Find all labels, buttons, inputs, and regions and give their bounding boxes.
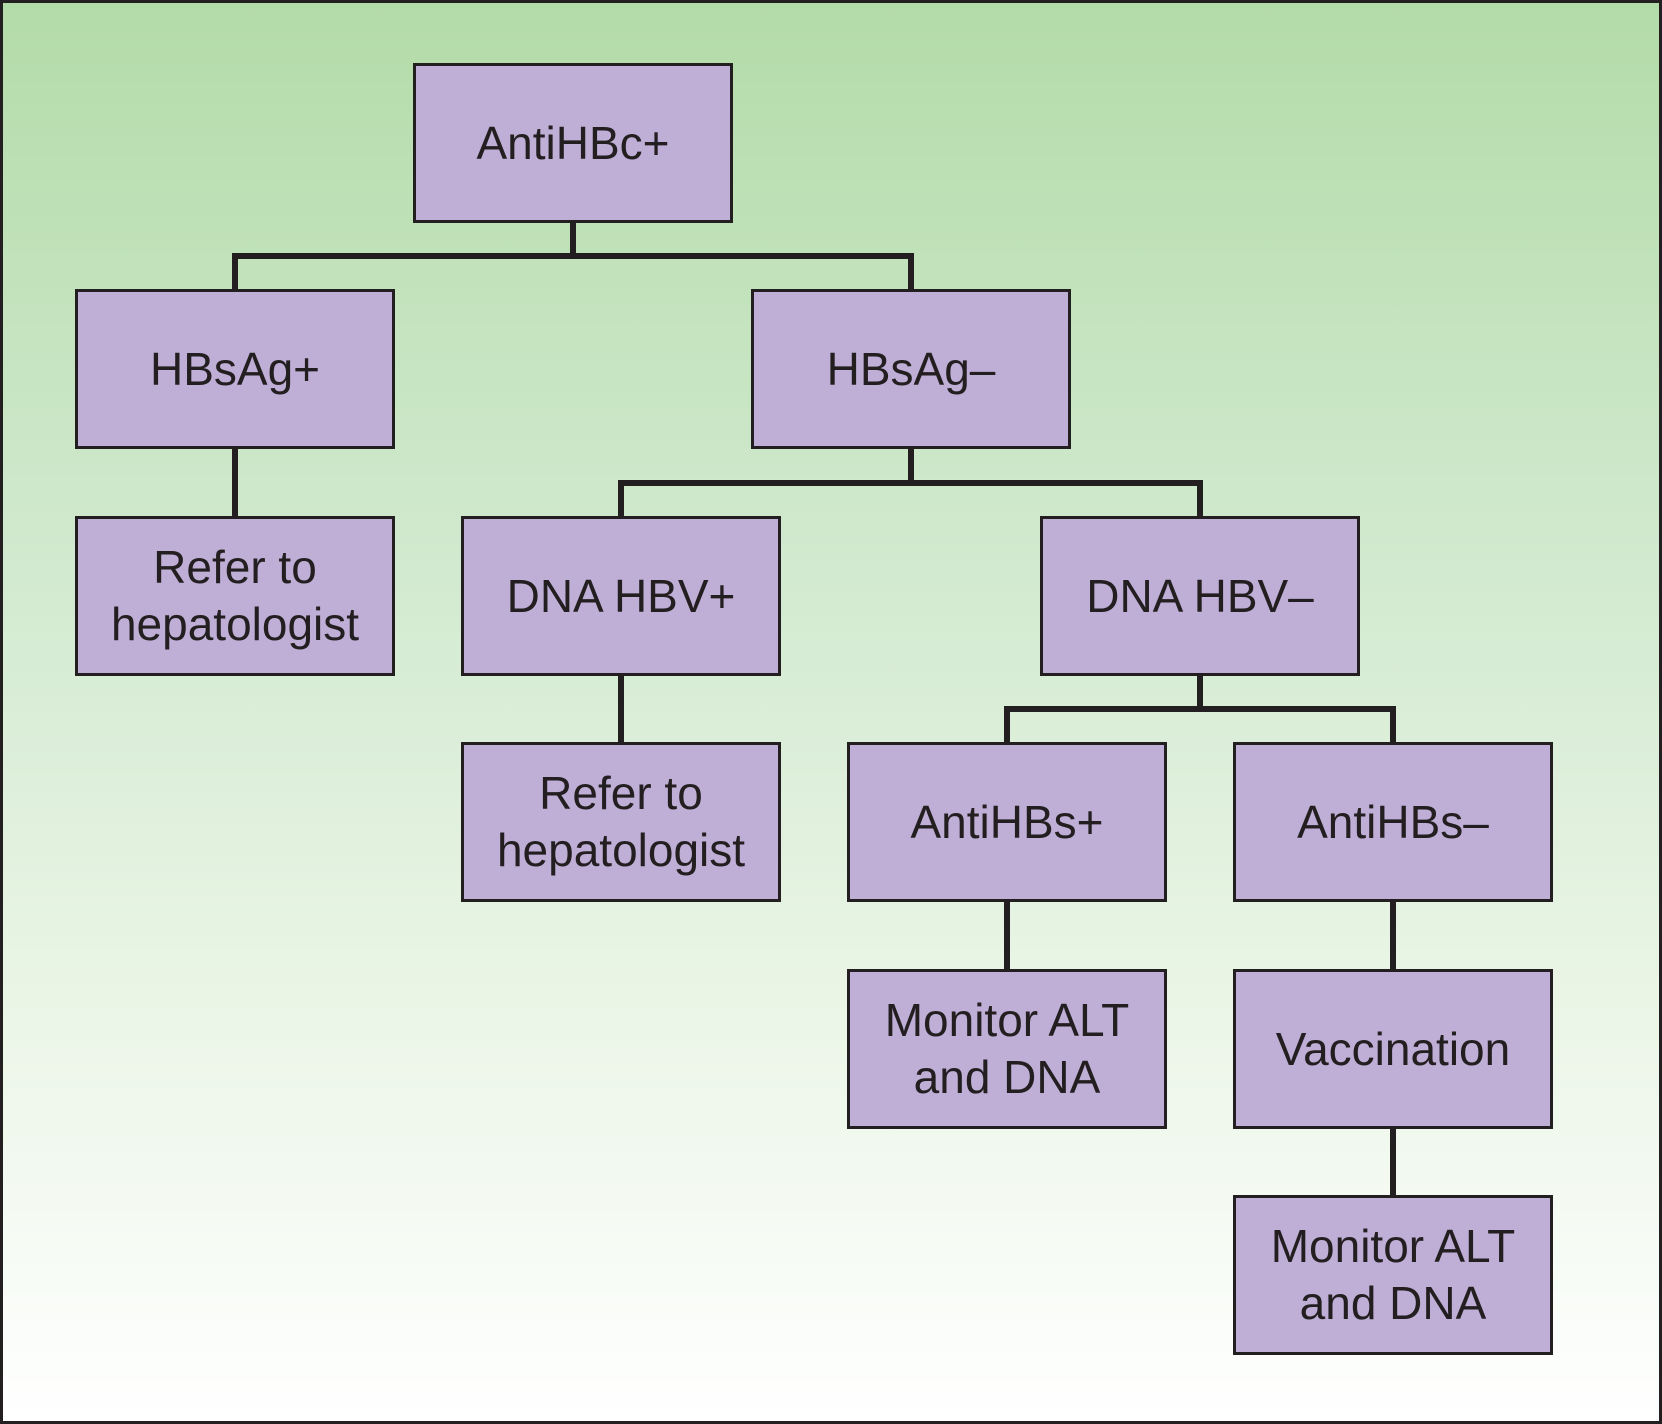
node-label: Monitor ALT and DNA bbox=[884, 994, 1130, 1103]
node-monitor-alt-dna-1: Monitor ALT and DNA bbox=[847, 969, 1167, 1129]
node-label: HBsAg– bbox=[826, 342, 996, 395]
node-dna-hbv-positive: DNA HBV+ bbox=[461, 516, 781, 676]
node-refer-hepatologist-1: Refer to hepatologist bbox=[75, 516, 395, 676]
node-hbsag-negative: HBsAg– bbox=[751, 289, 1071, 449]
node-label: AntiHBc+ bbox=[476, 116, 670, 169]
connector-lines bbox=[232, 220, 1396, 1198]
node-antihbs-positive: AntiHBs+ bbox=[847, 742, 1167, 902]
node-label: DNA HBV+ bbox=[506, 569, 736, 622]
node-label: HBsAg+ bbox=[149, 342, 321, 395]
node-antihbc-positive: AntiHBc+ bbox=[413, 63, 733, 223]
node-refer-hepatologist-2: Refer to hepatologist bbox=[461, 742, 781, 902]
node-antihbs-negative: AntiHBs– bbox=[1233, 742, 1553, 902]
node-label: Refer to hepatologist bbox=[110, 541, 360, 650]
node-hbsag-positive: HBsAg+ bbox=[75, 289, 395, 449]
node-label: Monitor ALT and DNA bbox=[1270, 1220, 1516, 1329]
node-label: Refer to hepatologist bbox=[496, 767, 746, 876]
node-dna-hbv-negative: DNA HBV– bbox=[1040, 516, 1360, 676]
node-label: DNA HBV– bbox=[1086, 569, 1314, 622]
node-label: Vaccination bbox=[1275, 1022, 1511, 1075]
node-label: AntiHBs– bbox=[1297, 795, 1489, 848]
node-monitor-alt-dna-2: Monitor ALT and DNA bbox=[1233, 1195, 1553, 1355]
node-vaccination: Vaccination bbox=[1233, 969, 1553, 1129]
node-label: AntiHBs+ bbox=[910, 795, 1104, 848]
